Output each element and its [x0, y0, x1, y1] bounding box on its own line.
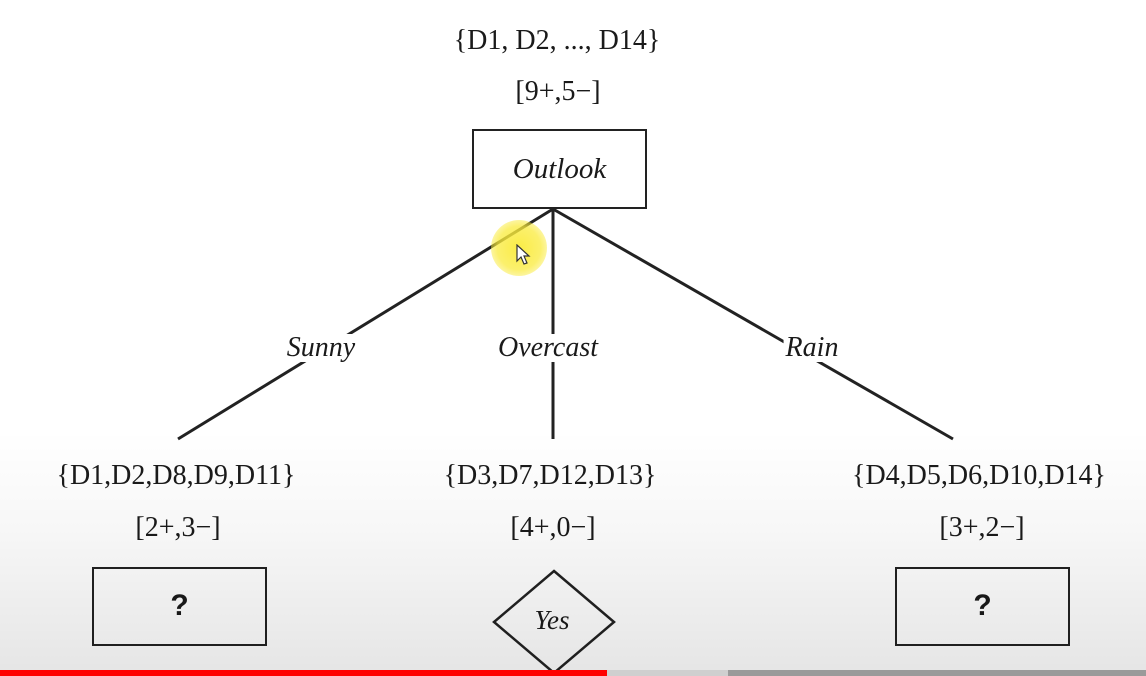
root-attribute-label: Outlook: [512, 153, 607, 185]
sunny-counts: [2+,3−]: [135, 512, 221, 543]
edge-sunny: [177, 207, 554, 441]
video-progress-bar[interactable]: [0, 670, 1146, 676]
edge-rain: [552, 207, 954, 441]
mouse-pointer-icon: [516, 244, 531, 265]
edge-label-rain: Rain: [783, 332, 841, 363]
video-played-bar: [0, 670, 608, 676]
sunny-unknown-node: ?: [92, 567, 267, 646]
edge-label-overcast: Overcast: [495, 332, 601, 363]
root-node-outlook: Outlook: [472, 129, 647, 209]
root-counts: [9+,5−]: [515, 76, 601, 107]
root-set-label: {D1, D2, ..., D14}: [453, 25, 661, 56]
edge-label-sunny: Sunny: [284, 332, 358, 363]
rain-counts: [3+,2−]: [939, 512, 1025, 543]
rain-unknown-node: ?: [895, 567, 1070, 646]
overcast-counts: [4+,0−]: [510, 512, 596, 543]
sunny-set-label: {D1,D2,D8,D9,D11}: [56, 460, 296, 491]
rain-node-label: ?: [973, 589, 992, 622]
overcast-set-label: {D3,D7,D12,D13}: [443, 460, 657, 491]
rain-set-label: {D4,D5,D6,D10,D14}: [852, 460, 1106, 491]
sunny-node-label: ?: [170, 589, 189, 622]
overcast-leaf-label: Yes: [534, 605, 570, 635]
